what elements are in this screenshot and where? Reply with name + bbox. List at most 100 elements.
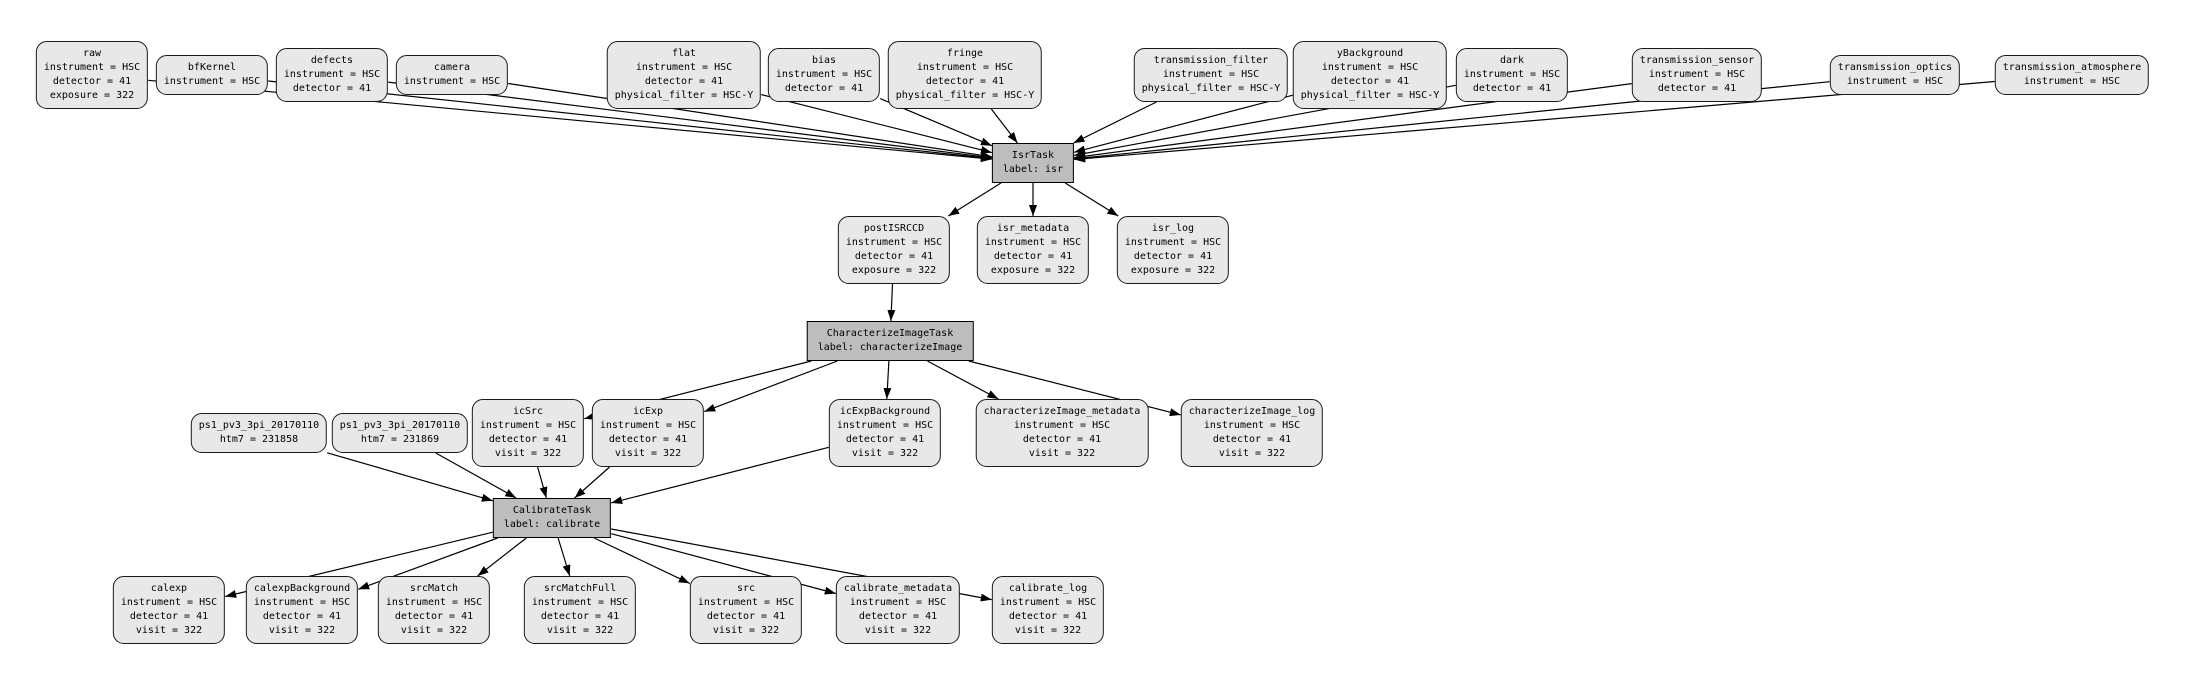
node-attr: detector = 41 [1472,83,1552,94]
node-attr: instrument = HSC [1463,69,1561,80]
node-attr: instrument = HSC [479,420,577,431]
node-attr: detector = 41 [1330,76,1410,87]
node-attr: detector = 41 [925,76,1005,87]
node-attr: detector = 41 [993,251,1073,262]
node-calexpBackground: calexpBackground instrument = HSC detect… [245,576,359,644]
node-dark: dark instrument = HSC detector = 41 [1455,48,1569,102]
node-calibrate_log: calibrate_log instrument = HSC detector … [991,576,1105,644]
node-attr: exposure = 322 [1130,265,1216,276]
node-attr: detector = 41 [540,611,620,622]
node-attr: detector = 41 [129,611,209,622]
node-attr: htm7 = 231858 [219,434,299,445]
edge-ps1_a-to-calibrate_task [327,452,493,502]
node-attr: physical_filter = HSC-Y [1300,90,1440,101]
node-camera: camera instrument = HSC [395,55,509,95]
edge-camera-to-isr_task [508,82,992,160]
node-attr: label: characterizeImage [817,342,963,353]
node-attr: detector = 41 [488,434,568,445]
node-attr: instrument = HSC [1162,69,1260,80]
node-attr: detector = 41 [52,76,132,87]
node-attr: instrument = HSC [1648,69,1746,80]
edge-icExpBackground-to-calibrate_task [611,446,829,505]
node-attr: instrument = HSC [531,597,629,608]
node-attr: visit = 322 [546,625,614,636]
node-attr: detector = 41 [292,83,372,94]
node-isr_log: isr_log instrument = HSC detector = 41 e… [1116,216,1230,284]
node-attr: htm7 = 231869 [360,434,440,445]
node-attr: exposure = 322 [990,265,1076,276]
node-attr: instrument = HSC [1846,76,1944,87]
node-attr: visit = 322 [614,448,682,459]
node-attr: visit = 322 [268,625,336,636]
node-title: flat [671,48,697,59]
node-attr: instrument = HSC [999,597,1097,608]
node-title: transmission_atmosphere [2002,62,2142,73]
node-title: ps1_pv3_3pi_20170110 [339,420,461,431]
edge-calibrate_task-to-srcMatchFull [557,537,571,577]
node-isr_metadata: isr_metadata instrument = HSC detector =… [976,216,1090,284]
node-bfKernel: bfKernel instrument = HSC [155,55,269,95]
node-title: icExpBackground [839,406,931,417]
node-attr: instrument = HSC [1321,62,1419,73]
node-attr: label: calibrate [503,519,601,530]
node-title: fringe [946,48,984,59]
node-attr: instrument = HSC [120,597,218,608]
node-attr: physical_filter = HSC-Y [614,90,754,101]
node-icExp: icExp instrument = HSC detector = 41 vis… [591,399,705,467]
node-icExpBackground: icExpBackground instrument = HSC detecto… [828,399,942,467]
node-attr: instrument = HSC [253,597,351,608]
node-title: icExp [632,406,664,417]
node-calibrate_metadata: calibrate_metadata instrument = HSC dete… [835,576,961,644]
node-attr: detector = 41 [706,611,786,622]
node-attr: instrument = HSC [283,69,381,80]
edge-flat-to-isr_task [761,93,993,154]
node-title: srcMatch [409,583,459,594]
node-attr: instrument = HSC [163,76,261,87]
node-attr: detector = 41 [644,76,724,87]
node-characterizeImage_log: characterizeImage_log instrument = HSC d… [1180,399,1324,467]
node-title: calibrate_log [1008,583,1088,594]
node-attr: instrument = HSC [836,420,934,431]
node-attr: instrument = HSC [697,597,795,608]
node-yBackground: yBackground instrument = HSC detector = … [1292,41,1448,109]
node-attr: physical_filter = HSC-Y [1141,83,1281,94]
node-srcMatch: srcMatch instrument = HSC detector = 41 … [377,576,491,644]
edge-calibrate_task-to-srcMatch [477,537,527,577]
node-title: ps1_pv3_3pi_20170110 [198,420,320,431]
node-attr: visit = 322 [494,448,562,459]
node-attr: detector = 41 [858,611,938,622]
node-attr: detector = 41 [1212,434,1292,445]
edge-fringe-to-isr_task [990,108,1018,144]
node-postISRCCD: postISRCCD instrument = HSC detector = 4… [837,216,951,284]
node-transmission_filter: transmission_filter instrument = HSC phy… [1133,48,1289,102]
node-attr: detector = 41 [608,434,688,445]
edge-isr_task-to-postISRCCD [947,182,1002,217]
node-title: defects [310,55,354,66]
node-transmission_optics: transmission_optics instrument = HSC [1829,55,1961,95]
node-src: src instrument = HSC detector = 41 visit… [689,576,803,644]
node-attr: instrument = HSC [849,597,947,608]
node-attr: visit = 322 [1014,625,1082,636]
node-title: characterizeImage_log [1188,406,1316,417]
node-title: postISRCCD [863,223,925,234]
node-attr: detector = 41 [845,434,925,445]
node-title: bfKernel [187,62,237,73]
node-srcMatchFull: srcMatchFull instrument = HSC detector =… [523,576,637,644]
edge-icSrc-to-calibrate_task [537,466,548,499]
node-title: srcMatchFull [543,583,617,594]
node-attr: instrument = HSC [2023,76,2121,87]
edge-characterizeImage_task-to-icExpBackground [883,360,892,400]
node-title: bias [811,55,837,66]
node-attr: instrument = HSC [385,597,483,608]
node-title: src [736,583,756,594]
node-attr: instrument = HSC [916,62,1014,73]
node-title: yBackground [1336,48,1404,59]
edge-isr_task-to-isr_log [1064,182,1119,217]
node-title: transmission_sensor [1639,55,1755,66]
node-bias: bias instrument = HSC detector = 41 [767,48,881,102]
node-title: dark [1499,55,1525,66]
node-attr: visit = 322 [400,625,468,636]
node-icSrc: icSrc instrument = HSC detector = 41 vis… [471,399,585,467]
node-title: calexpBackground [253,583,351,594]
